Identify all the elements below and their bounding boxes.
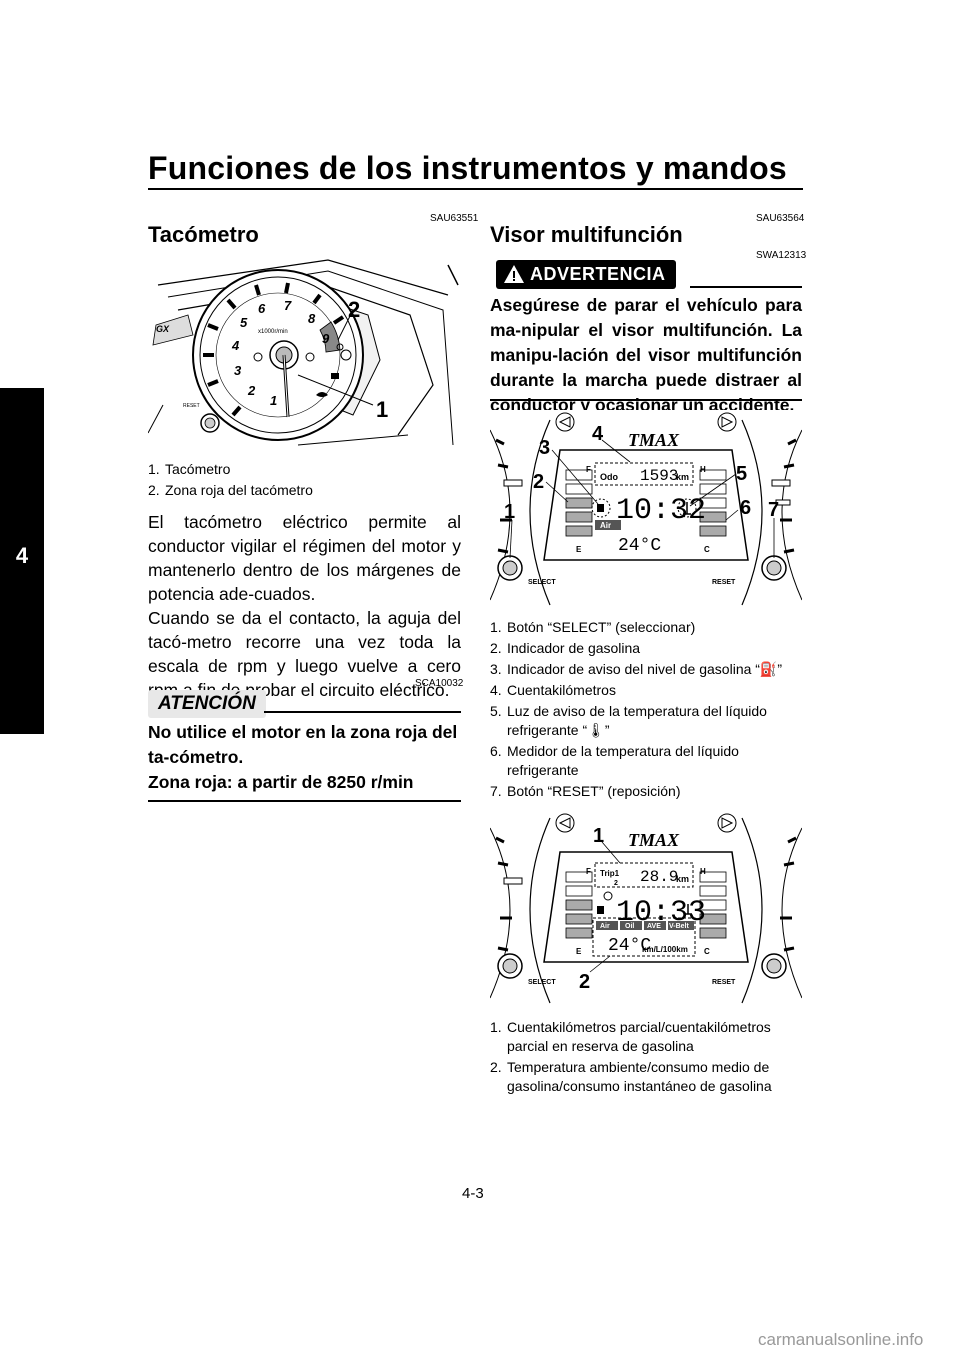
tab-oil: Oil (625, 923, 634, 930)
chapter-tab: 4 (0, 388, 44, 734)
multifunction-display-figure-1: TMAX Odo 1593 km F H 10:32 Air 24°C E C … (490, 410, 802, 610)
header-rule (148, 188, 803, 190)
tach-callout-1: 1 (376, 397, 388, 422)
fuel-f-label: F (586, 465, 591, 474)
attention-rule-top (264, 711, 461, 713)
attention-rule-bottom (148, 800, 461, 802)
tachometer-captions: 1.Tacómetro 2.Zona roja del tacómetro (148, 460, 461, 502)
caption-item: 1.Tacómetro (148, 461, 231, 477)
tach-label-5: 5 (240, 315, 248, 330)
page-number: 4-3 (462, 1185, 484, 1202)
watermark: carmanualsonline.info (758, 1330, 924, 1349)
tachometer-paragraph-1: El tacómetro eléctrico permite al conduc… (148, 512, 461, 604)
tach-label-4: 4 (231, 338, 240, 353)
caption-item: 1.Cuentakilómetros parcial/cuentakilómet… (490, 1019, 771, 1054)
tach-label-9: 9 (322, 331, 330, 346)
caption-item: 2.Zona roja del tacómetro (148, 482, 313, 498)
tach-callout-2: 2 (348, 297, 360, 322)
tach-label-7: 7 (284, 298, 292, 313)
caption-item: 4.Cuentakilómetros (490, 682, 616, 698)
warning-triangle-icon (504, 265, 524, 283)
reset-label: RESET (712, 579, 736, 586)
caption-item: 5.Luz de aviso de la temperatura del líq… (490, 703, 767, 738)
air-tab: Air (600, 521, 611, 530)
tachometer-paragraph-2: Cuando se da el contacto, la aguja del t… (148, 608, 461, 700)
attention-text-1: No utilice el motor en la zona roja del … (148, 722, 458, 767)
tab-air: Air (600, 923, 610, 930)
select-label: SELECT (528, 979, 556, 986)
tach-label-8: 8 (308, 311, 316, 326)
multifunction-display-figure-2: TMAX Trip1 2 28.9 km F H 10:33 Air Oil A… (490, 808, 802, 1008)
fig1-callout-3: 3 (539, 437, 550, 459)
fig2-callout-2: 2 (579, 971, 590, 993)
temp-c-label: C (704, 545, 710, 554)
tab-ave: AVE (647, 923, 661, 930)
reset-label: RESET (712, 979, 736, 986)
fig2-callout-1: 1 (593, 825, 604, 847)
caption-item: 6.Medidor de la temperatura del líquido … (490, 743, 739, 778)
fuel-f-label: F (586, 867, 591, 876)
caption-item: 3.Indicador de aviso del nivel de gasoli… (490, 661, 783, 677)
tach-label-2: 2 (247, 383, 256, 398)
section-heading-tachometer: Tacómetro (148, 222, 259, 247)
tach-reset-label: RESET (183, 403, 200, 409)
trip-label: Trip1 (600, 869, 620, 878)
trip-value: 28.9 (640, 868, 678, 886)
svg-text:GX: GX (156, 324, 170, 334)
attention-text-2: Zona roja: a partir de 8250 r/min (148, 772, 414, 792)
fig1-callout-1: 1 (504, 501, 515, 523)
fig1-callout-5: 5 (736, 463, 747, 485)
section-code: SAU63551 (430, 213, 479, 224)
caption-item: 7.Botón “RESET” (reposición) (490, 783, 681, 799)
fig1-callout-7: 7 (768, 499, 779, 521)
fig1-callout-4: 4 (592, 423, 604, 445)
fuel-e-label: E (576, 545, 582, 554)
section-code: SAU63564 (756, 213, 805, 224)
tach-unit: x1000r/min (258, 329, 288, 335)
temp-h-label: H (700, 465, 706, 474)
temp-c-label: C (704, 947, 710, 956)
tab-vbelt: V-Belt (669, 923, 690, 930)
figure1-captions: 1.Botón “SELECT” (seleccionar) 2.Indicad… (490, 618, 802, 803)
warning-badge: ADVERTENCIA (496, 260, 676, 289)
fig1-callout-6: 6 (740, 497, 751, 519)
chapter-tab-number: 4 (15, 543, 29, 568)
figure2-captions: 1.Cuentakilómetros parcial/cuentakilómet… (490, 1018, 802, 1098)
trip-unit: km (676, 874, 689, 884)
warning-code: SWA12313 (756, 250, 807, 261)
fuel-e-label: E (576, 947, 582, 956)
trip-sub: 2 (614, 880, 618, 887)
clock-display: 10:32 (616, 494, 706, 528)
select-label: SELECT (528, 579, 556, 586)
tach-label-1: 1 (270, 393, 277, 408)
consumption-unit: km/L/100km (642, 945, 688, 954)
section-heading-multifunction: Visor multifunción (490, 222, 683, 247)
tach-label-6: 6 (258, 301, 266, 316)
page-title: Funciones de los instrumentos y mandos (148, 150, 787, 186)
odo-unit: km (676, 472, 689, 482)
temp-display: 24°C (608, 936, 651, 956)
odo-label: Odo (600, 472, 618, 482)
brand-logo: TMAX (628, 430, 680, 450)
temp-h-label: H (700, 867, 706, 876)
brand-logo: TMAX (628, 830, 680, 850)
warning-rule-top (690, 286, 802, 288)
tach-label-3: 3 (234, 363, 242, 378)
tachometer-figure: GX 1 2 3 4 5 6 7 8 9 x1000r/min RESET (148, 255, 461, 450)
temp-display: 24°C (618, 536, 661, 556)
warning-label: ADVERTENCIA (530, 264, 666, 284)
warning-rule-bottom (490, 399, 802, 401)
attention-code: SCA10032 (415, 678, 464, 689)
caption-item: 2.Indicador de gasolina (490, 640, 641, 656)
attention-badge: ATENCIÓN (148, 690, 266, 718)
odo-value: 1593 (640, 467, 678, 485)
fig1-callout-2: 2 (533, 471, 544, 493)
caption-item: 1.Botón “SELECT” (seleccionar) (490, 619, 696, 635)
caption-item: 2.Temperatura ambiente/consumo medio de … (490, 1059, 772, 1094)
